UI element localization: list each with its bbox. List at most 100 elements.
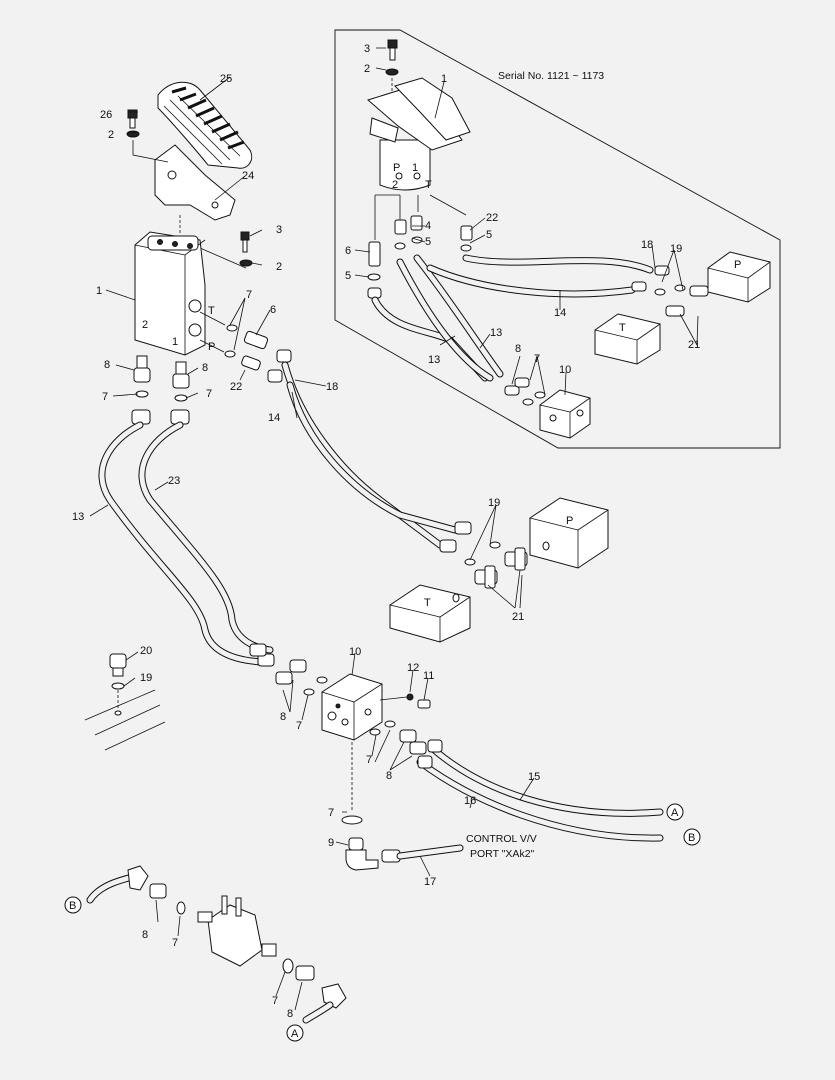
svg-text:B: B	[688, 832, 695, 844]
svg-text:18: 18	[326, 381, 338, 393]
svg-text:2: 2	[276, 261, 282, 273]
pressure-box: P	[529, 497, 609, 569]
washer-2b	[239, 259, 253, 267]
control-note-line1: CONTROL V/V	[466, 833, 537, 845]
svg-text:T: T	[208, 305, 215, 317]
svg-text:21: 21	[512, 611, 524, 623]
bracket-24	[154, 144, 236, 221]
inset-title: Serial No. 1121 ~ 1173	[498, 70, 604, 82]
svg-text:7: 7	[328, 807, 334, 819]
main-hoses-13-23	[98, 421, 274, 666]
svg-text:10: 10	[559, 364, 571, 376]
svg-text:19: 19	[140, 672, 152, 684]
svg-text:17: 17	[424, 876, 436, 888]
svg-text:5: 5	[345, 270, 351, 282]
svg-text:T: T	[424, 597, 431, 609]
svg-text:7: 7	[102, 391, 108, 403]
svg-text:13: 13	[490, 327, 502, 339]
callout-labels: 1 3 2 22 5 4 5 6 5 18 19 14 21 13 13 8 7…	[72, 43, 700, 1020]
svg-text:2: 2	[142, 319, 148, 331]
svg-text:11: 11	[423, 670, 434, 682]
washer-19	[111, 682, 125, 690]
pedal-valve-1: T P 2 1	[134, 231, 215, 356]
svg-text:14: 14	[268, 412, 280, 424]
connector-b-left: B	[64, 896, 82, 914]
svg-text:8: 8	[280, 711, 286, 723]
tank-box: T	[389, 584, 471, 643]
bottom-hose-a	[302, 983, 347, 1024]
svg-text:7: 7	[206, 388, 212, 400]
svg-text:22: 22	[230, 381, 242, 393]
control-note-line2: PORT "XAk2"	[470, 848, 535, 860]
inset-fittings	[367, 215, 473, 299]
hoses-15-16	[416, 744, 664, 842]
svg-text:4: 4	[425, 220, 431, 232]
svg-text:P: P	[208, 341, 215, 353]
main-hoses-14-18	[281, 361, 459, 549]
svg-text:7: 7	[272, 995, 278, 1007]
small-valve	[197, 895, 277, 967]
bolt-26	[127, 109, 138, 119]
tee-fittings-21	[474, 547, 528, 589]
svg-text:2: 2	[392, 179, 398, 191]
fittings-6-22	[224, 324, 292, 383]
svg-text:9: 9	[328, 837, 334, 849]
svg-text:23: 23	[168, 475, 180, 487]
svg-text:16: 16	[464, 795, 476, 807]
svg-text:24: 24	[242, 170, 254, 182]
svg-text:2: 2	[108, 129, 114, 141]
svg-text:12: 12	[407, 662, 419, 674]
svg-text:7: 7	[366, 754, 372, 766]
svg-text:21: 21	[688, 339, 700, 351]
inset-frame	[334, 29, 781, 449]
svg-text:8: 8	[386, 770, 392, 782]
bottom-hose-b	[86, 865, 149, 904]
svg-text:5: 5	[425, 236, 431, 248]
svg-text:P: P	[734, 259, 741, 271]
svg-text:8: 8	[287, 1008, 293, 1020]
svg-text:6: 6	[345, 245, 351, 257]
svg-text:5: 5	[486, 229, 492, 241]
inset-tank-box: T	[594, 313, 661, 365]
svg-text:1: 1	[96, 285, 102, 297]
svg-text:7: 7	[296, 720, 302, 732]
svg-text:P: P	[393, 162, 400, 174]
bolt-11	[417, 699, 431, 709]
svg-text:20: 20	[140, 645, 152, 657]
pedal-25	[157, 81, 253, 169]
svg-text:14: 14	[554, 307, 566, 319]
hose-17	[381, 844, 464, 863]
svg-text:15: 15	[528, 771, 540, 783]
valve-block-10	[321, 673, 383, 741]
fittings-8-main	[131, 355, 190, 425]
svg-text:8: 8	[202, 362, 208, 374]
svg-text:P: P	[566, 515, 573, 527]
leader-lines	[89, 47, 699, 1011]
inset-bolt-3	[387, 39, 398, 49]
inset-pedal-valve: P 1 2 T	[366, 77, 471, 191]
svg-text:B: B	[69, 900, 76, 912]
o-ring-7	[341, 815, 363, 825]
svg-text:10: 10	[349, 646, 361, 658]
svg-text:8: 8	[104, 359, 110, 371]
inset-pressure-box: P	[707, 251, 771, 303]
svg-text:6: 6	[270, 304, 276, 316]
svg-text:1: 1	[412, 162, 418, 174]
svg-text:8: 8	[142, 929, 148, 941]
plug-20	[109, 653, 127, 677]
svg-text:13: 13	[72, 511, 84, 523]
nut-12	[406, 693, 414, 701]
connector-a-right: A	[666, 803, 684, 821]
svg-text:2: 2	[364, 63, 370, 75]
svg-text:A: A	[291, 1028, 299, 1040]
connector-a-left: A	[286, 1024, 304, 1042]
inset-valve-block	[539, 389, 591, 439]
svg-text:19: 19	[670, 243, 682, 255]
svg-text:7: 7	[534, 353, 540, 365]
svg-text:A: A	[671, 807, 679, 819]
svg-text:26: 26	[100, 109, 112, 121]
bolt-3	[240, 231, 250, 241]
svg-text:22: 22	[486, 212, 498, 224]
svg-text:7: 7	[246, 289, 252, 301]
